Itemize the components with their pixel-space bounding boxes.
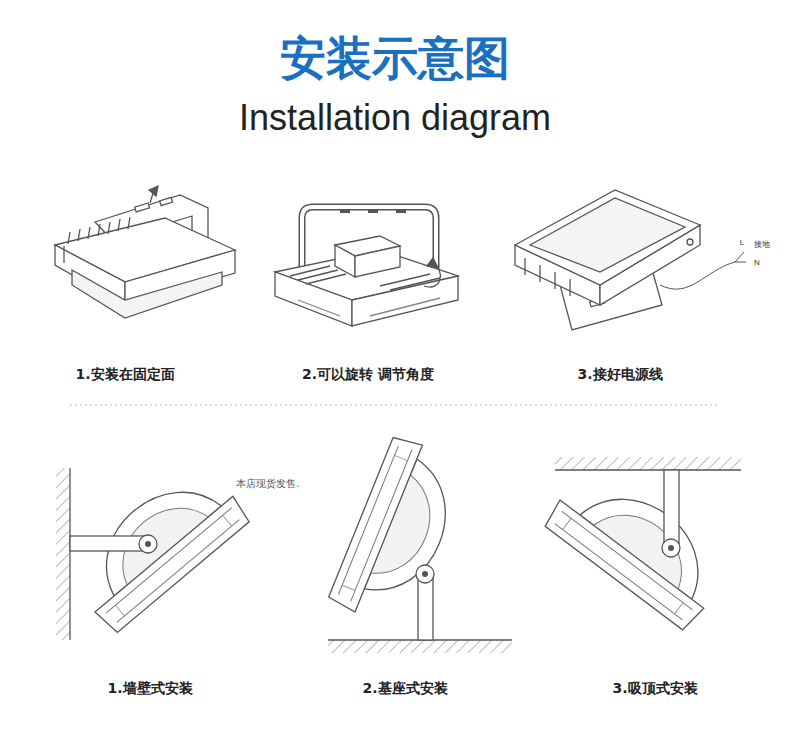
main-title: 安装示意图 <box>280 32 510 85</box>
wall-mount-figure <box>56 456 252 640</box>
mount-caption: 2.基座式安装 <box>362 680 447 696</box>
fixture-wiring <box>515 190 746 330</box>
subtitle: Installation diagram <box>239 97 551 138</box>
step-caption: 3.接好电源线 <box>577 366 662 382</box>
fixture-mounting <box>55 186 235 318</box>
mount-caption: 1.墙壁式安装 <box>107 680 192 696</box>
step-caption: 2.可以旋转 调节角度 <box>302 366 434 382</box>
step-caption: 1.安装在固定面 <box>75 366 174 382</box>
fixture-rotation <box>275 207 458 326</box>
wire-label: N <box>754 258 760 267</box>
wire-label: L <box>740 238 744 247</box>
ceiling-mount-figure <box>542 457 741 632</box>
watermark: 本店现货发售. <box>234 478 301 490</box>
divider-line <box>70 404 720 405</box>
wire-label: 接地 <box>754 240 770 249</box>
base-mount-figure <box>327 434 512 653</box>
mount-caption: 3.吸顶式安装 <box>612 680 697 696</box>
